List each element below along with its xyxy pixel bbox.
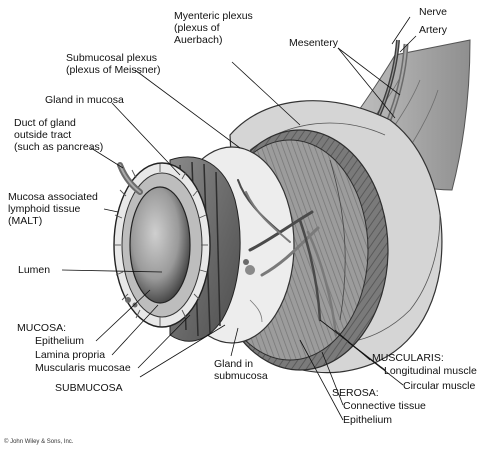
label-myenteric-plexus: Myenteric plexus (plexus of Auerbach) xyxy=(174,10,253,46)
label-circular-muscle: Circular muscle xyxy=(403,380,475,392)
label-submucosal-plexus: Submucosal plexus (plexus of Meissner) xyxy=(66,52,161,76)
label-gland-in-mucosa: Gland in mucosa xyxy=(45,94,124,106)
label-muscularis-heading: MUSCULARIS: xyxy=(372,352,444,364)
copyright-notice: © John Wiley & Sons, Inc. xyxy=(4,439,73,446)
label-lumen: Lumen xyxy=(18,264,50,276)
label-connective-tissue: Connective tissue xyxy=(343,400,426,412)
label-lamina-propria: Lamina propria xyxy=(35,349,105,361)
label-mucosa-heading: MUCOSA: xyxy=(17,322,66,334)
label-artery: Artery xyxy=(419,24,447,36)
label-nerve: Nerve xyxy=(419,6,447,18)
label-serosa-epithelium: Epithelium xyxy=(343,414,392,426)
mucosa-ring xyxy=(114,163,210,327)
label-malt: Mucosa associated lymphoid tissue (MALT) xyxy=(8,191,98,227)
label-duct-of-gland: Duct of gland outside tract (such as pan… xyxy=(14,117,103,153)
label-submucosa: SUBMUCOSA xyxy=(55,382,123,394)
label-mesentery: Mesentery xyxy=(289,37,338,49)
label-mucosa-epithelium: Epithelium xyxy=(35,335,84,347)
label-muscularis-mucosae: Muscularis mucosae xyxy=(35,362,131,374)
label-serosa-heading: SEROSA: xyxy=(332,387,379,399)
label-gland-in-submucosa: Gland in submucosa xyxy=(214,358,268,382)
label-longitudinal-muscle: Longitudinal muscle xyxy=(384,365,477,377)
